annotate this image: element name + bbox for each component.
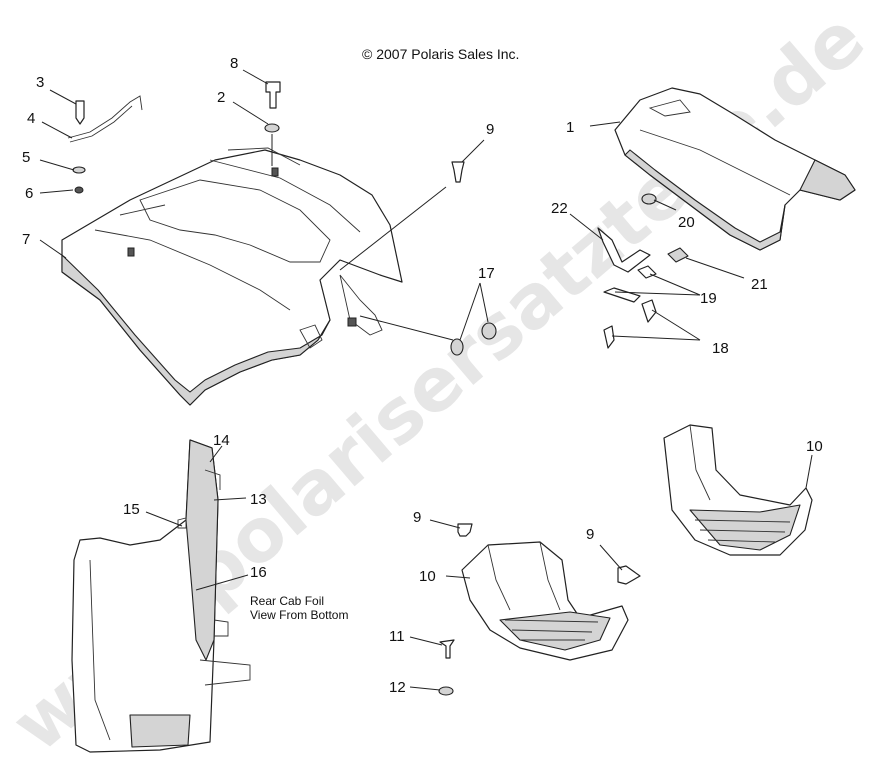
callout-1: 1 xyxy=(566,119,574,136)
callout-19: 19 xyxy=(700,290,717,307)
rear-cab-fender xyxy=(61,147,403,406)
callout-11: 11 xyxy=(389,628,405,645)
note-line-1: Rear Cab Foil xyxy=(250,594,324,608)
callout-12: 12 xyxy=(389,679,406,696)
callouts: 1 2 3 4 5 6 7 8 9 17 22 20 21 19 18 10 1… xyxy=(22,55,823,696)
seat-bumper xyxy=(641,193,657,205)
callout-10-center: 10 xyxy=(419,568,436,585)
callout-18: 18 xyxy=(712,340,729,357)
callout-3: 3 xyxy=(36,74,44,91)
rear-cab-foil xyxy=(71,439,251,753)
callout-8: 8 xyxy=(230,55,238,72)
callout-14: 14 xyxy=(213,432,230,449)
callout-21: 21 xyxy=(751,276,768,293)
callout-22: 22 xyxy=(551,200,568,217)
callout-2: 2 xyxy=(217,89,225,106)
leader-lines xyxy=(39,69,813,691)
callout-5: 5 xyxy=(22,149,30,166)
grommet-a xyxy=(450,338,464,356)
push-rivet-lower-b xyxy=(617,565,641,585)
callout-4: 4 xyxy=(27,110,35,127)
grommet-b xyxy=(481,322,497,340)
callout-17: 17 xyxy=(478,265,495,282)
callout-6: 6 xyxy=(25,185,33,202)
hardware-top-left xyxy=(67,81,281,194)
callout-9-top: 9 xyxy=(486,121,494,138)
callout-13: 13 xyxy=(250,491,267,508)
callout-7: 7 xyxy=(22,231,30,248)
callout-9-lower-left: 9 xyxy=(413,509,421,526)
push-rivet-top xyxy=(451,161,465,183)
callout-15: 15 xyxy=(123,501,140,518)
note-line-2: View From Bottom xyxy=(250,608,348,622)
callout-10-right: 10 xyxy=(806,438,823,455)
callout-16: 16 xyxy=(250,564,267,581)
nut xyxy=(438,686,454,696)
bolt xyxy=(439,639,455,659)
footwell-right xyxy=(663,424,813,556)
seat xyxy=(614,87,856,251)
callout-9-lower-right: 9 xyxy=(586,526,594,543)
callout-20: 20 xyxy=(678,214,695,231)
copyright-text: © 2007 Polaris Sales Inc. xyxy=(362,46,519,62)
footwell-left xyxy=(461,541,629,661)
push-rivet-lower-a xyxy=(457,523,473,537)
